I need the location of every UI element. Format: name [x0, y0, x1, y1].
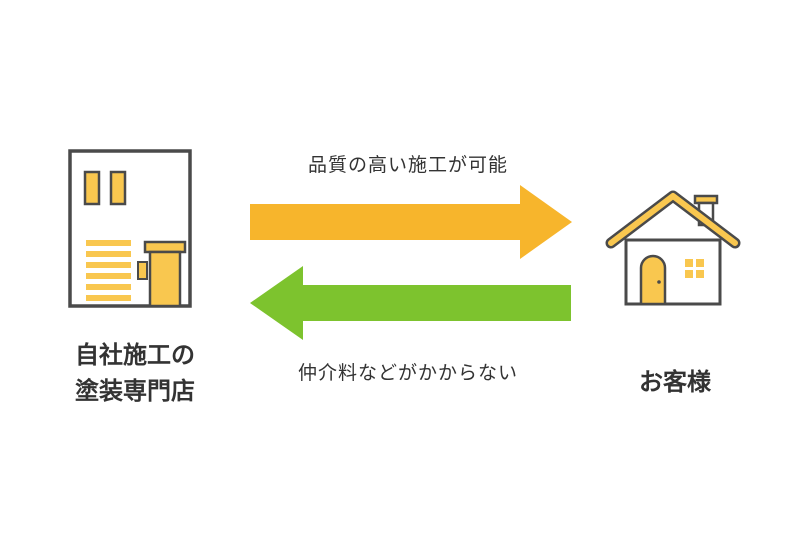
company-name-line1: 自社施工の — [75, 341, 195, 369]
company-building-icon — [68, 149, 192, 308]
arrow-to-customer-shape — [250, 185, 572, 259]
customer-name: お客様 — [639, 368, 711, 396]
arrow-left-icon — [250, 266, 571, 340]
quality-label: 品質の高い施工が可能 — [307, 154, 508, 176]
arrow-to-company-shape — [250, 266, 571, 340]
arrow-right-icon — [250, 185, 572, 259]
company-name-line2: 塗装専門店 — [75, 377, 195, 405]
no-fee-label: 仲介料などがかからない — [297, 362, 518, 384]
house-icon — [605, 190, 741, 306]
company-name: 自社施工の 塗装専門店 — [40, 337, 230, 409]
